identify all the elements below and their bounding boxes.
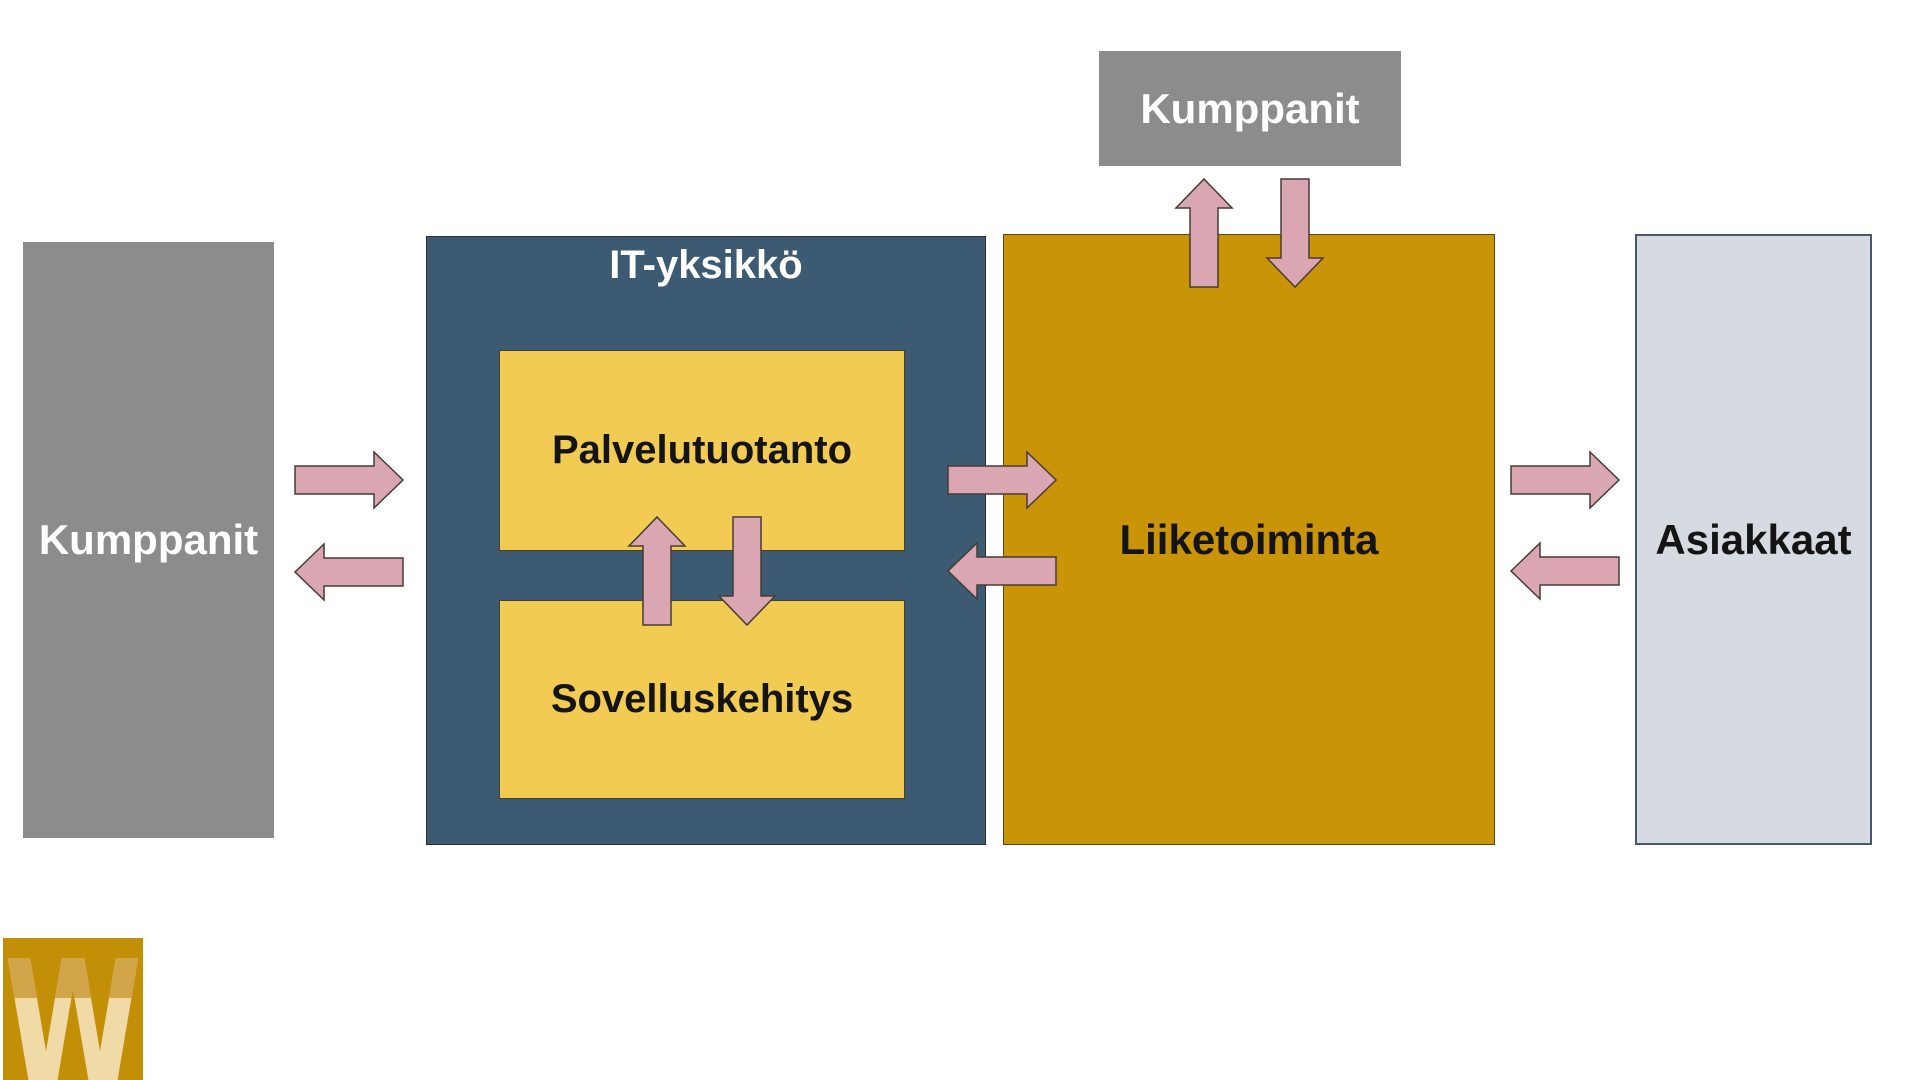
box-application-development-label: Sovelluskehitys (550, 677, 854, 721)
arrow-left-icon (293, 542, 404, 602)
box-partners-top: Kumppanit (1099, 51, 1401, 166)
box-partners-left: Kumppanit (23, 242, 274, 838)
box-application-development: Sovelluskehitys (499, 600, 905, 799)
box-business-label: Liiketoiminta (1119, 515, 1379, 563)
arrow-right-icon (1510, 450, 1621, 510)
box-it-unit-label: IT-yksikkö (609, 243, 803, 287)
w-logo-icon: W W (3, 938, 143, 1080)
box-service-production: Palvelutuotanto (499, 350, 905, 551)
box-service-production-label: Palvelutuotanto (551, 428, 853, 472)
box-partners-top-label: Kumppanit (1140, 84, 1360, 132)
logo-letter-shading (4, 938, 142, 998)
arrow-left-icon (1509, 541, 1620, 601)
box-customers-label: Asiakkaat (1655, 515, 1852, 563)
arrow-right-icon (294, 450, 405, 510)
box-partners-left-label: Kumppanit (38, 516, 259, 563)
box-customers: Asiakkaat (1635, 234, 1872, 845)
box-business: Liiketoiminta (1003, 234, 1495, 845)
